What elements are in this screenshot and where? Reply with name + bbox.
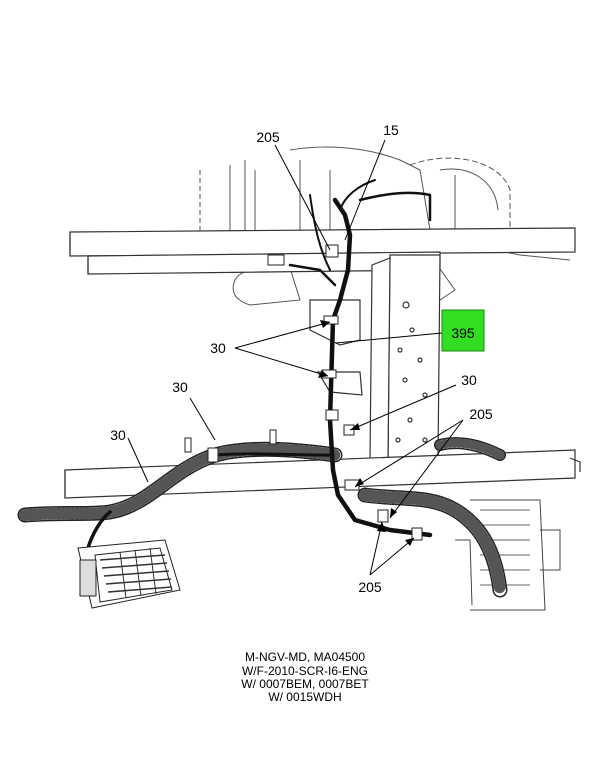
callout-395-box[interactable]: [441, 309, 485, 352]
arrowheads: [318, 320, 414, 546]
harness-clips: [184, 244, 423, 541]
caption-line-4: W/ 0015WDH: [268, 690, 342, 704]
caption-line-2: W/F-2010-SCR-I6-ENG: [241, 664, 369, 678]
upper-crossmember: [69, 227, 576, 275]
callout-395-label[interactable]: 395: [451, 325, 475, 341]
callout-top-205: 205: [256, 129, 280, 145]
callout-left-30: 30: [210, 340, 226, 356]
rear-assembly: [455, 499, 561, 611]
callout-right-205: 205: [469, 406, 493, 422]
callout-right-30: 30: [461, 372, 477, 388]
callout-mid-30: 30: [172, 379, 188, 395]
ecm-module: [77, 539, 181, 609]
callout-lower-30: 30: [110, 427, 126, 443]
caption-line-1: M-NGV-MD, MA04500: [244, 650, 366, 664]
callout-bottom-205: 205: [358, 579, 382, 595]
callout-top-15: 15: [383, 122, 399, 138]
lower-crossmember: [64, 449, 581, 499]
leader-lines: [127, 139, 464, 576]
caption-line-3: W/ 0007BEM, 0007BET: [241, 677, 369, 691]
